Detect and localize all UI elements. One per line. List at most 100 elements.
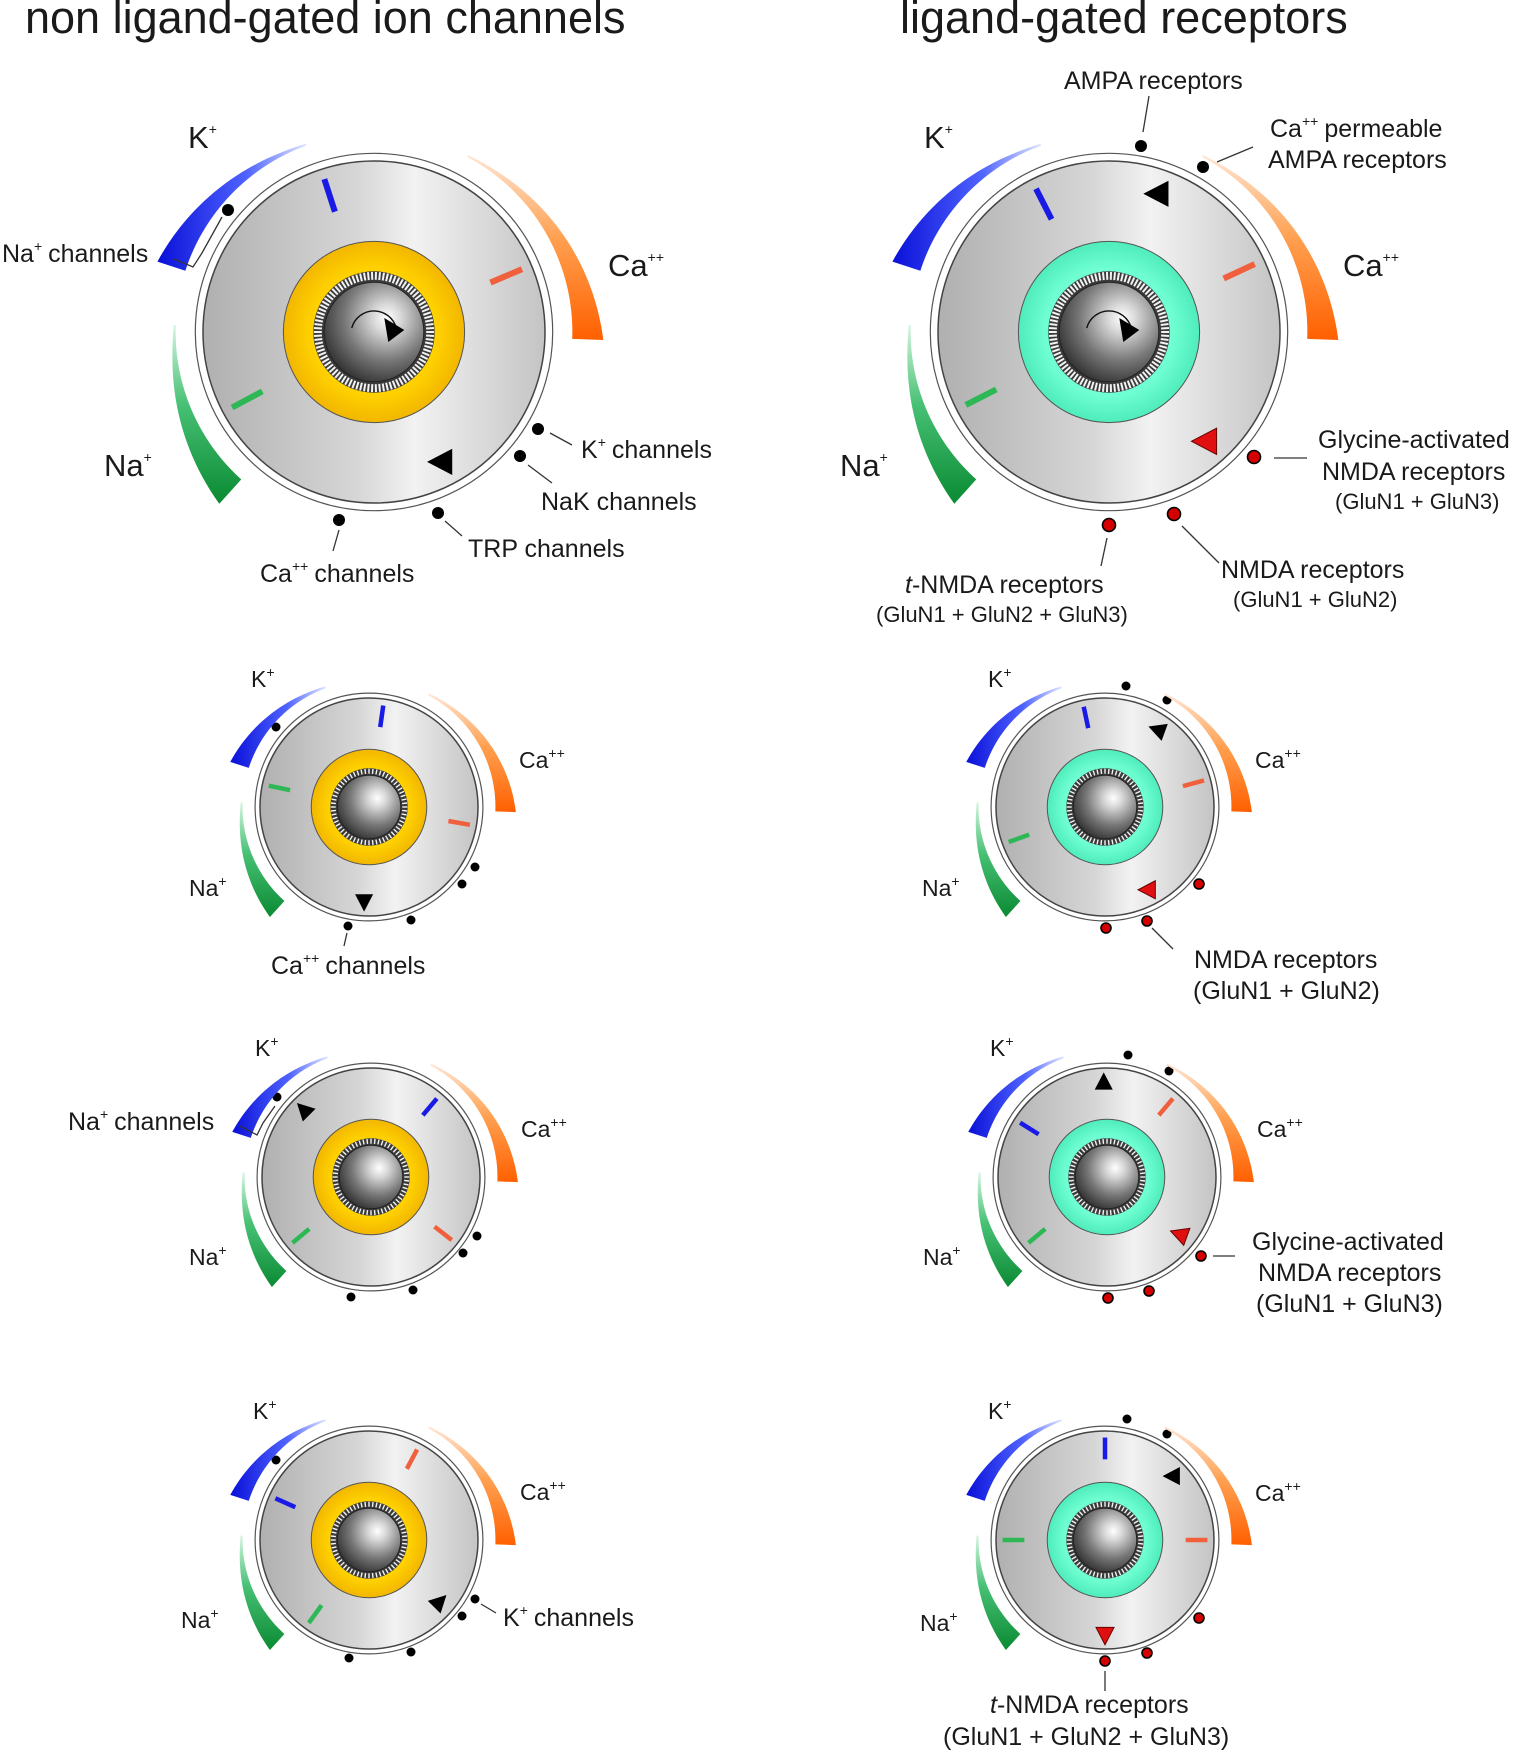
nucleus-sphere xyxy=(336,1507,402,1573)
svg-text:Ca++: Ca++ xyxy=(521,1114,567,1142)
channel-dot xyxy=(333,514,345,526)
label-glycine-nmda-small: Glycine-activated NMDA receptors (GluN1 … xyxy=(1213,1228,1444,1318)
svg-text:Ca++: Ca++ xyxy=(1343,248,1399,283)
label-k-channels: K+channels xyxy=(549,432,712,464)
svg-text:K+: K+ xyxy=(251,664,275,692)
channel-dot xyxy=(532,423,544,435)
k-ion-arc xyxy=(157,143,307,271)
channel-dot xyxy=(343,921,353,931)
svg-text:Ca++: Ca++ xyxy=(608,248,664,283)
nmda-receptor-dot xyxy=(1166,506,1182,522)
label-nmda-receptors-small: NMDA receptors (GluN1 + GluN2) xyxy=(1151,927,1380,1005)
ca-ion-arc xyxy=(428,1426,516,1546)
ca-ion-arc xyxy=(1166,1063,1254,1183)
svg-text:Na+: Na+ xyxy=(189,873,227,901)
label-k-ion-6: K+ xyxy=(990,1033,1014,1061)
svg-text:(GluN1 + GluN3): (GluN1 + GluN3) xyxy=(1335,489,1499,514)
nucleus-sphere xyxy=(1074,1144,1140,1210)
k-ion-arc xyxy=(892,143,1042,271)
svg-text:(GluN1 + GluN2 + GluN3): (GluN1 + GluN2 + GluN3) xyxy=(943,1723,1229,1751)
ca-ion-arc xyxy=(430,1063,518,1183)
label-ca-ion-5: Ca++ xyxy=(521,1114,567,1142)
cell-small-right-3 xyxy=(990,1414,1220,1667)
na-ion-arc xyxy=(239,1535,285,1651)
channel-tick-na xyxy=(306,1603,324,1625)
na-ion-arc xyxy=(241,1172,287,1288)
nmda-triangle-marker xyxy=(1169,1227,1191,1247)
rotation-arrow-head xyxy=(1119,318,1140,343)
channel-triangle-marker xyxy=(355,894,374,912)
channel-dot xyxy=(406,1647,416,1657)
channel-tick-na xyxy=(291,1227,311,1245)
rotation-arrow xyxy=(351,310,397,329)
channel-tick-ca xyxy=(448,818,471,828)
svg-text:t-NMDA receptors: t-NMDA receptors xyxy=(990,1691,1189,1719)
label-ca-channels: Ca++channels xyxy=(260,529,414,588)
label-ca-permeable-ampa: Ca++permeable AMPA receptors xyxy=(1216,113,1447,174)
channel-dot xyxy=(1135,140,1147,152)
channel-dot xyxy=(1164,1066,1174,1076)
label-ca-channels-small: Ca++channels xyxy=(271,932,425,980)
channel-triangle-marker xyxy=(296,1102,316,1122)
svg-text:Glycine-activated: Glycine-activated xyxy=(1318,426,1510,454)
ca-ion-arc xyxy=(467,155,604,341)
svg-text:Ca++: Ca++ xyxy=(1255,745,1301,773)
rotation-arrow-head xyxy=(384,318,405,343)
channel-tick-k xyxy=(1081,706,1091,729)
label-ca-ion-1: Ca++ xyxy=(608,248,664,283)
channel-dot xyxy=(1162,1429,1172,1439)
channel-tick-k xyxy=(1033,187,1055,221)
label-na-channels-small: Na+channels xyxy=(68,1105,276,1136)
nucleus-ridges xyxy=(313,271,435,393)
channel-dot xyxy=(472,1231,482,1241)
nucleus-sphere xyxy=(338,1144,404,1210)
svg-text:K+: K+ xyxy=(253,1396,277,1424)
cell-big-right xyxy=(929,140,1289,533)
label-na-ion-3: Na+ xyxy=(189,873,227,901)
svg-text:Na+: Na+ xyxy=(104,448,152,483)
cell-small-left-3 xyxy=(254,1425,484,1663)
label-na-ion-5: Na+ xyxy=(189,1242,227,1270)
channel-tick-k xyxy=(421,1097,439,1117)
label-na-ion-4: Na+ xyxy=(922,873,960,901)
svg-text:t-NMDA receptors: t-NMDA receptors xyxy=(905,571,1104,599)
nmda-receptor-dot xyxy=(1100,922,1112,934)
svg-text:NaK channels: NaK channels xyxy=(541,488,697,516)
k-ion-arc xyxy=(232,1056,328,1138)
channel-dot xyxy=(346,1292,356,1302)
nmda-triangle-marker xyxy=(1136,879,1156,900)
channel-dot xyxy=(344,1653,354,1663)
channel-tick-na xyxy=(964,386,998,408)
nmda-receptor-dot xyxy=(1141,915,1153,927)
svg-text:Ca++: Ca++ xyxy=(520,1477,566,1505)
nmda-receptor-dot xyxy=(1099,1655,1111,1667)
channel-tick-na xyxy=(1027,1227,1047,1245)
svg-text:NMDA receptors: NMDA receptors xyxy=(1322,458,1505,486)
svg-text:Na+: Na+ xyxy=(840,448,888,483)
channel-triangle-marker xyxy=(427,448,453,475)
label-ca-ion-4: Ca++ xyxy=(1255,745,1301,773)
svg-text:AMPA receptors: AMPA receptors xyxy=(1064,67,1243,95)
channel-tick-ca xyxy=(489,266,524,286)
svg-text:Ca++: Ca++ xyxy=(1257,1114,1303,1142)
nucleus-sphere xyxy=(323,281,425,383)
nmda-receptor-dot xyxy=(1102,1292,1114,1304)
svg-text:Na+channels: Na+channels xyxy=(68,1106,214,1136)
channel-dot xyxy=(1122,1414,1132,1424)
channel-triangle-marker xyxy=(1094,1072,1113,1090)
channel-dot xyxy=(470,1594,480,1604)
cell-diagrams xyxy=(157,140,1339,1667)
label-k-channels-small: K+channels xyxy=(480,1602,634,1632)
cell-small-right-1 xyxy=(990,681,1220,934)
channel-dot xyxy=(271,1455,281,1465)
heading-ligand-gated: ligand-gated receptors xyxy=(900,0,1348,43)
channel-tick-ca xyxy=(1182,778,1205,789)
nmda-triangle-marker xyxy=(1190,427,1218,456)
svg-text:K+: K+ xyxy=(988,664,1012,692)
nucleus-ridges xyxy=(332,1138,410,1216)
svg-text:AMPA receptors: AMPA receptors xyxy=(1268,146,1447,174)
nmda-receptor-dot xyxy=(1193,1612,1205,1624)
svg-text:K+: K+ xyxy=(255,1033,279,1061)
nmda-receptor-dot xyxy=(1193,878,1205,890)
